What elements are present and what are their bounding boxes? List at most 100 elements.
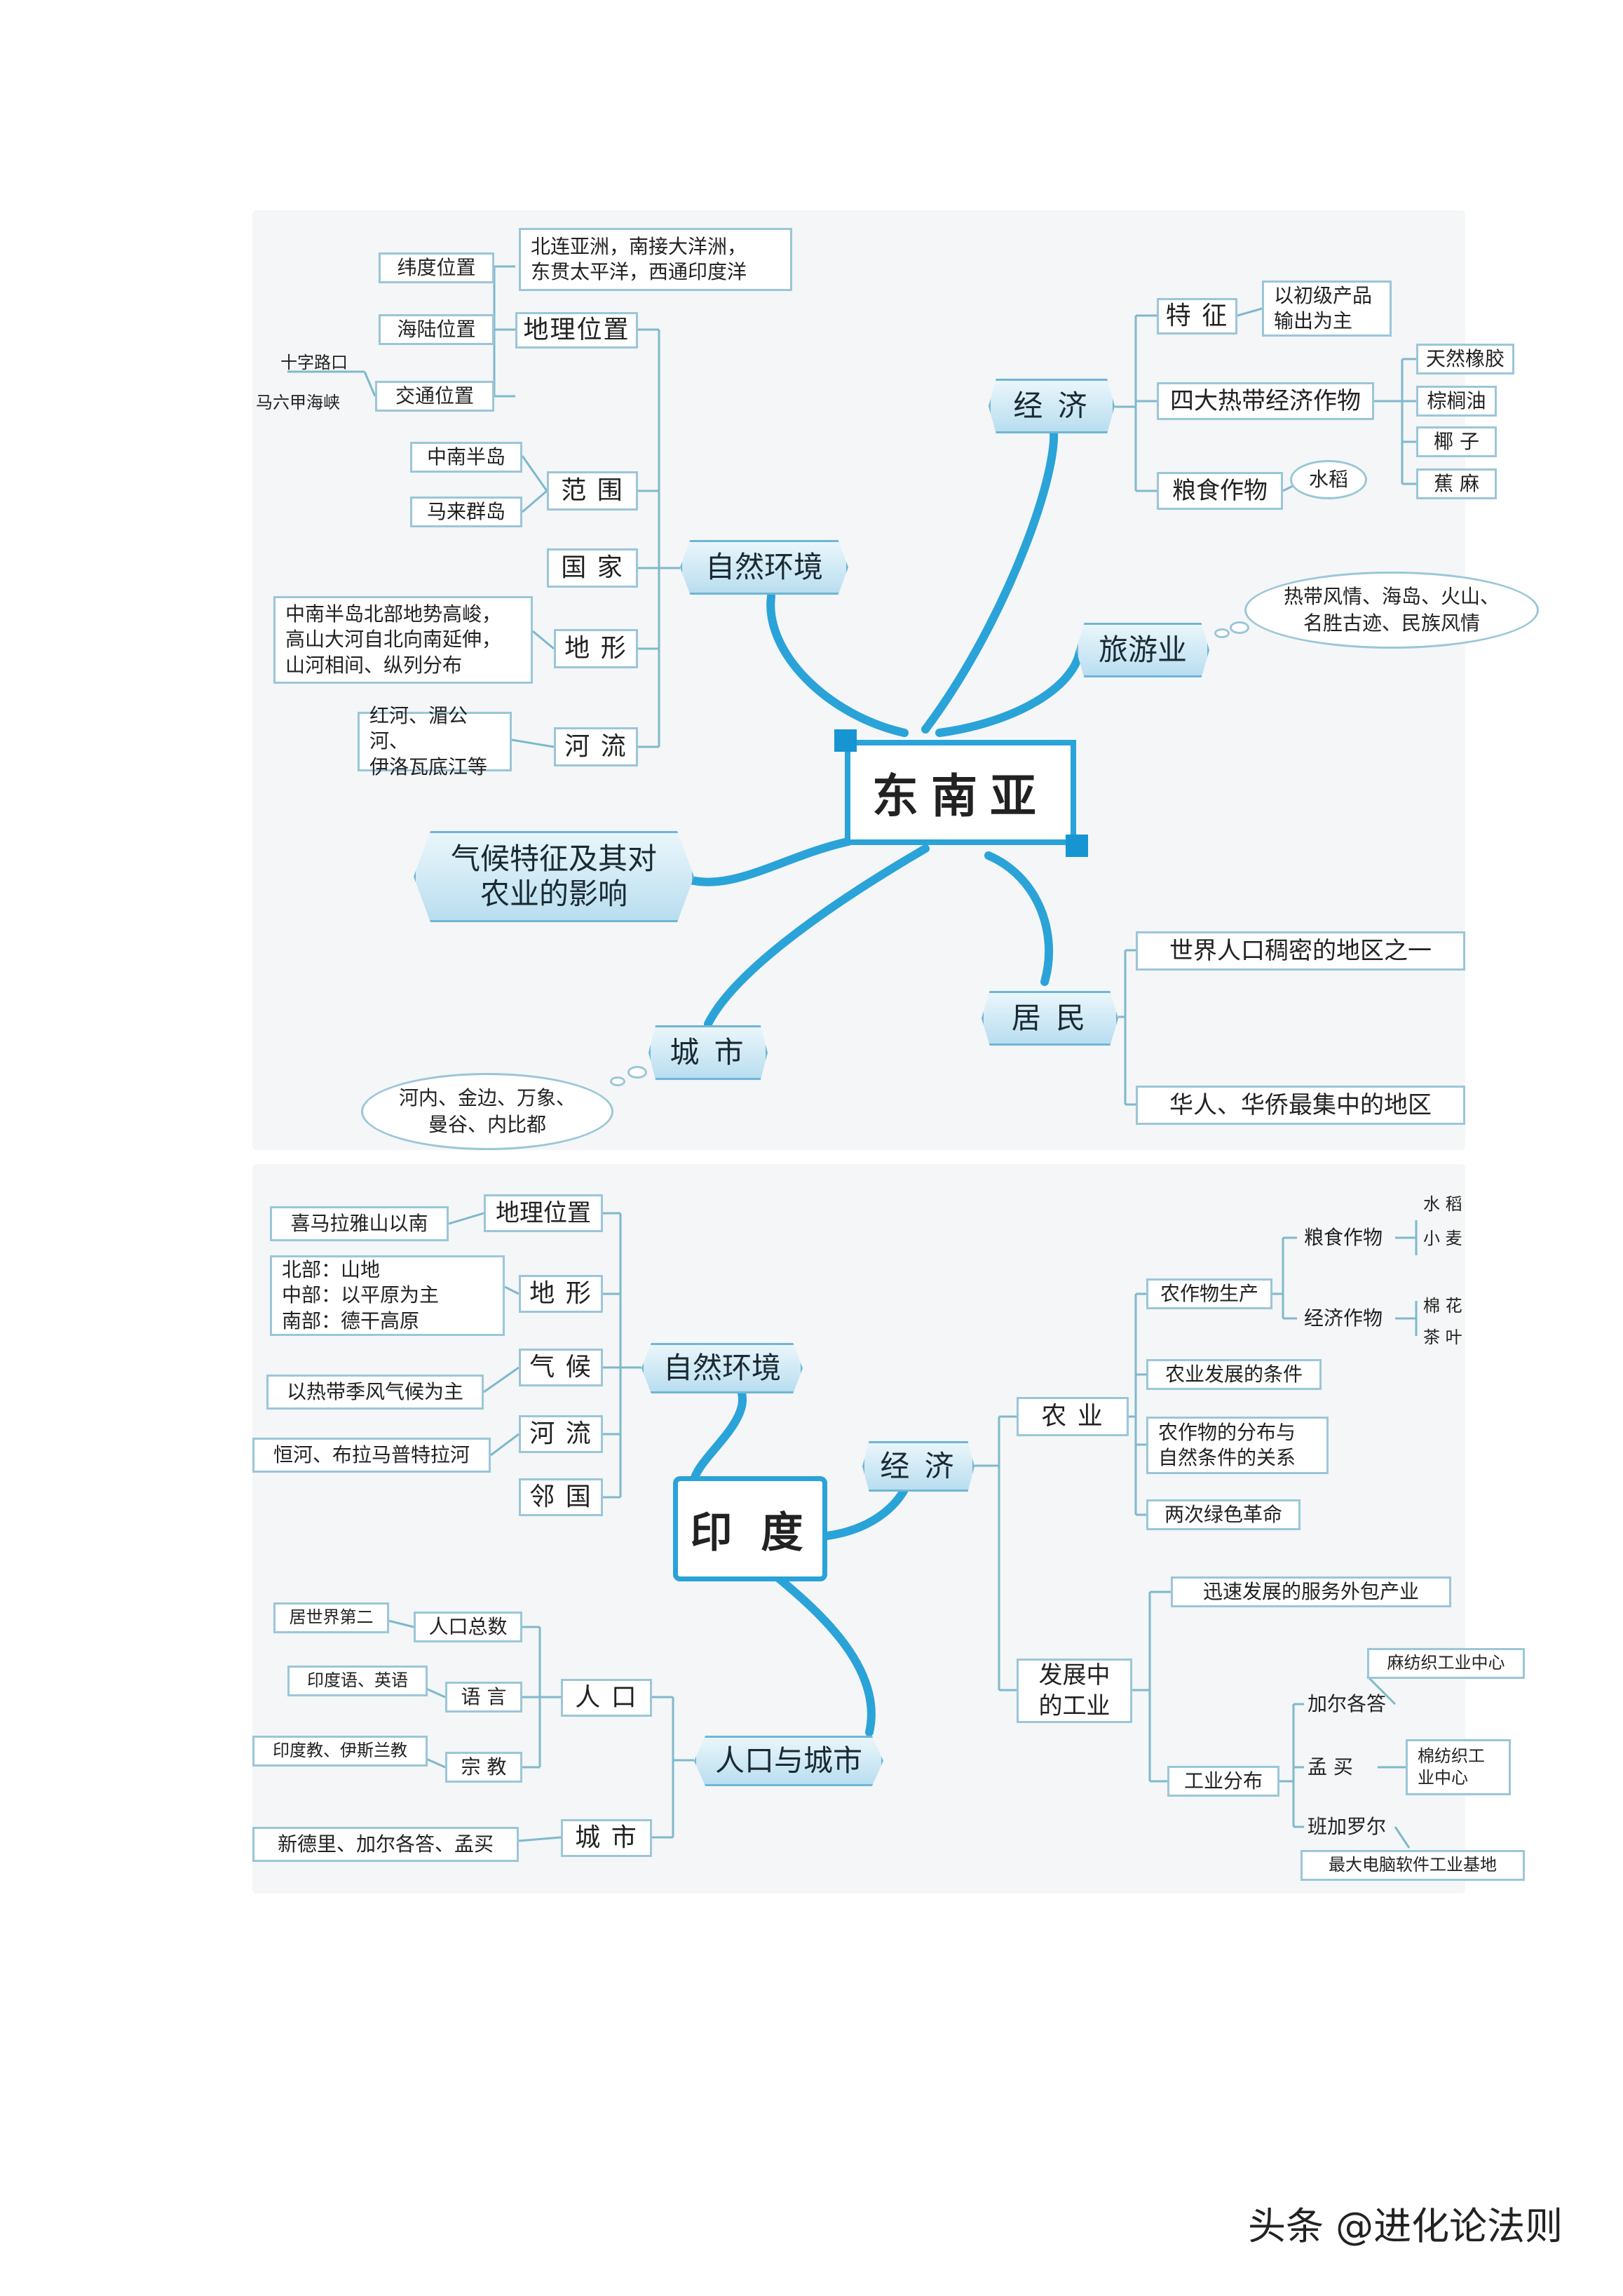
sea-traffic-box: 交通位置	[375, 381, 494, 412]
india-people-box: 人 口	[561, 1679, 652, 1717]
sea-city-node: 城 市	[648, 1025, 768, 1080]
india-wheat-label: 小 麦	[1423, 1229, 1462, 1248]
sea-range-item1-box: 中南半岛	[410, 442, 522, 473]
sea-feature-desc-line2: 输出为主	[1274, 309, 1353, 332]
sea-terrain-desc-line2: 高山大河自北向南延伸，	[285, 628, 502, 651]
sea-feature-box: 特 征	[1157, 298, 1237, 335]
sea-tourism-node: 旅游业	[1076, 623, 1209, 677]
india-green-revolution-box: 两次绿色革命	[1146, 1499, 1301, 1530]
sea-tourism-bubble: 热带风情、海岛、火山、 名胜古迹、民族风情	[1244, 572, 1539, 649]
watermark: 头条 @进化论法则	[1248, 2204, 1563, 2248]
tourism-thought-dot-2	[1230, 621, 1249, 634]
india-religion-desc-box: 印度教、伊斯兰教	[252, 1736, 428, 1767]
sea-terrain-box: 地 形	[554, 629, 638, 668]
sea-crop-item-2: 棕榈油	[1416, 386, 1497, 417]
india-natural-environment-node: 自然环境	[641, 1343, 803, 1393]
india-terrain-line3: 南部：德干高原	[282, 1309, 420, 1332]
india-river-box: 河 流	[519, 1415, 603, 1453]
sea-cash-crops-box: 四大热带经济作物	[1157, 382, 1374, 420]
india-mumbai-line1: 棉纺织工	[1418, 1745, 1485, 1766]
india-river-desc-box: 恒河、布拉马普特拉河	[252, 1438, 491, 1473]
sea-terrain-desc-line3: 山河相间、纵列分布	[285, 653, 463, 677]
india-industry-line2: 的工业	[1038, 1692, 1111, 1720]
sea-latitude-box: 纬度位置	[379, 252, 494, 283]
sea-river-desc-box: 红河、湄公河、 伊洛瓦底江等	[358, 704, 512, 778]
sea-residents-item1-box: 世界人口稠密的地区之一	[1136, 931, 1465, 971]
india-total-desc-box: 居世界第二	[273, 1602, 389, 1633]
sea-river-desc-line1: 红河、湄公河、	[369, 703, 468, 753]
sea-sea-land-box: 海陆位置	[379, 314, 494, 345]
india-industry-distribution-box: 工业分布	[1167, 1766, 1279, 1797]
sea-feature-desc-line1: 以初级产品	[1274, 283, 1373, 307]
india-cotton-label: 棉 花	[1423, 1296, 1462, 1316]
india-population-city-node: 人口与城市	[694, 1736, 883, 1786]
india-kolkata-label: 加尔各答	[1308, 1692, 1387, 1715]
india-mumbai-desc-box: 棉纺织工 业中心	[1406, 1739, 1511, 1795]
sea-residents-item2-box: 华人、华侨最集中的地区	[1136, 1086, 1465, 1125]
india-language-desc-box: 印度语、英语	[287, 1666, 428, 1696]
sea-crop-item-3: 椰 子	[1416, 426, 1497, 457]
india-rice-label: 水 稻	[1423, 1194, 1462, 1214]
sea-economy-node: 经 济	[989, 379, 1115, 433]
india-climate-box: 气 候	[519, 1349, 603, 1386]
india-crop-relation-line2: 自然条件的关系	[1158, 1446, 1296, 1469]
sea-tourism-line2: 名胜古迹、民族风情	[1303, 612, 1480, 635]
india-terrain-box: 地 形	[519, 1275, 603, 1313]
india-terrain-line2: 中部：以平原为主	[282, 1283, 440, 1307]
sea-river-desc-line2: 伊洛瓦底江等	[369, 755, 488, 778]
center-corner-bottom-right	[1066, 835, 1088, 857]
india-food-crops-label: 粮食作物	[1304, 1226, 1383, 1249]
center-corner-top-left	[834, 729, 857, 752]
sea-crop-item-4: 蕉 麻	[1416, 468, 1497, 499]
sea-city-line2: 曼谷、内比都	[428, 1113, 546, 1136]
sea-country-box: 国 家	[547, 548, 638, 588]
sea-range-item2-box: 马来群岛	[410, 497, 522, 527]
sea-strait-label: 马六甲海峡	[256, 393, 340, 412]
sea-crossroad-label: 十字路口	[280, 353, 348, 372]
india-location-desc-box: 喜马拉雅山以南	[270, 1206, 449, 1241]
india-mumbai-label: 孟 买	[1308, 1755, 1353, 1778]
india-city-box: 城 市	[561, 1819, 652, 1857]
sea-climate-node: 气候特征及其对 农业的影响	[414, 831, 694, 922]
india-terrain-line1: 北部：山地	[282, 1257, 381, 1281]
india-cash-crops-label: 经济作物	[1304, 1306, 1383, 1330]
sea-terrain-desc-line1: 中南半岛北部地势高峻，	[285, 602, 502, 626]
tourism-thought-dot-1	[1214, 628, 1230, 638]
city-thought-dot-1	[627, 1066, 647, 1079]
india-bangalore-desc-box: 最大电脑软件工业基地	[1301, 1850, 1525, 1881]
sea-terrain-desc-box: 中南半岛北部地势高峻， 高山大河自北向南延伸， 山河相间、纵列分布	[273, 596, 533, 684]
india-city-desc-box: 新德里、加尔各答、孟买	[252, 1827, 519, 1862]
sea-river-box: 河 流	[554, 727, 638, 767]
india-location-box: 地理位置	[484, 1194, 603, 1232]
india-outsourcing-box: 迅速发展的服务外包产业	[1171, 1576, 1451, 1607]
india-bangalore-label: 班加罗尔	[1308, 1815, 1387, 1838]
sea-food-crops-box: 粮食作物	[1157, 472, 1283, 510]
sea-natural-environment-node: 自然环境	[680, 540, 848, 595]
southeast-asia-center-node: 东南亚	[845, 740, 1076, 845]
sea-crop-item-1: 天然橡胶	[1416, 344, 1514, 374]
sea-location-box: 地理位置	[515, 312, 638, 349]
sea-location-desc-box: 北连亚洲，南接大洋洲， 东贯太平洋，西通印度洋	[519, 228, 792, 291]
india-agriculture-box: 农 业	[1017, 1397, 1129, 1436]
india-kolkata-desc-box: 麻纺织工业中心	[1367, 1648, 1525, 1679]
india-crop-relation-line1: 农作物的分布与	[1158, 1420, 1296, 1444]
india-terrain-desc-box: 北部：山地 中部：以平原为主 南部：德干高原	[270, 1255, 505, 1336]
india-climate-desc-box: 以热带季风气候为主	[266, 1375, 484, 1410]
india-economy-node: 经 济	[862, 1441, 975, 1492]
city-thought-dot-2	[610, 1076, 625, 1086]
india-neighbor-box: 邻 国	[519, 1478, 603, 1516]
india-center-node: 印 度	[673, 1476, 827, 1581]
sea-climate-line1: 气候特征及其对	[450, 841, 657, 876]
sea-tourism-line1: 热带风情、海岛、火山、	[1283, 585, 1500, 609]
sea-location-desc-line1: 北连亚洲，南接大洋洲，	[531, 234, 747, 258]
india-tea-label: 茶 叶	[1423, 1328, 1462, 1347]
india-industry-box: 发展中 的工业	[1017, 1659, 1132, 1723]
india-agri-conditions-box: 农业发展的条件	[1146, 1359, 1322, 1390]
sea-city-bubble: 河内、金边、万象、 曼谷、内比都	[361, 1073, 613, 1150]
sea-residents-node: 居 民	[982, 991, 1118, 1046]
india-industry-line1: 发展中	[1038, 1661, 1111, 1689]
india-total-box: 人口总数	[414, 1612, 522, 1642]
sea-climate-line2: 农业的影响	[480, 877, 627, 911]
sea-range-box: 范 围	[547, 471, 638, 511]
sea-city-line1: 河内、金边、万象、	[398, 1086, 576, 1110]
